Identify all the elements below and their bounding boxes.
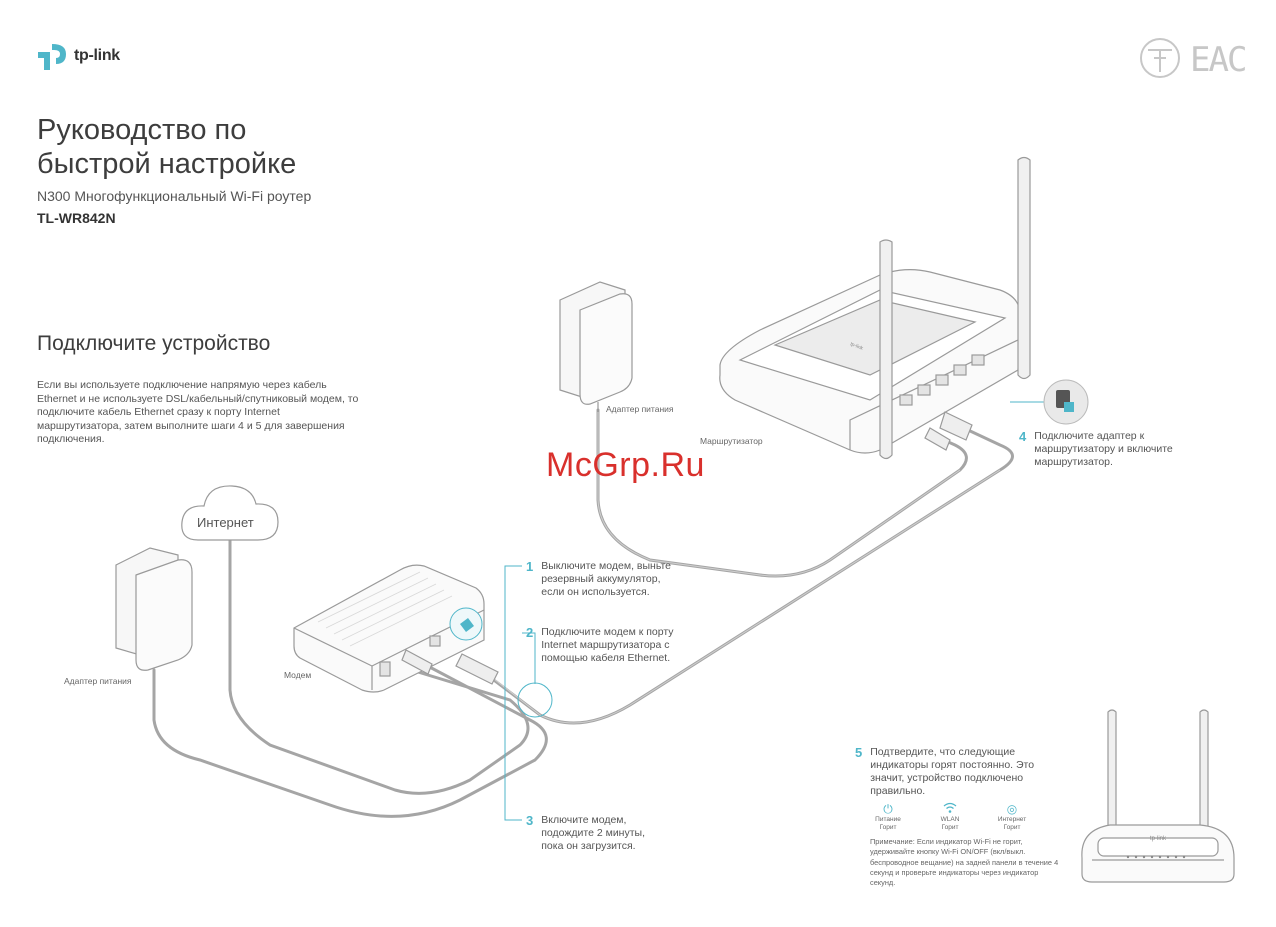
indicator-internet-name: Интернет <box>997 816 1027 823</box>
router-front-brand: tp-link <box>1150 836 1167 842</box>
indicator-wlan: WLAN Горит <box>930 802 970 832</box>
step-1: 1 Выключите модем, выньте резервный акку… <box>526 560 686 599</box>
step-4-number: 4 <box>1019 429 1027 444</box>
internet-cable <box>228 538 530 795</box>
step-4-text: Подключите адаптер к маршрутизатору и вк… <box>1034 430 1173 468</box>
section-title: Подключите устройство <box>37 332 271 355</box>
router-power-cable <box>596 408 968 578</box>
router-brand-mark: tp-link <box>849 341 864 352</box>
step-5-text: Подтвердите, что следующие индикаторы го… <box>870 746 1035 797</box>
product-model: TL-WR842N <box>37 210 116 226</box>
internet-cloud <box>181 485 279 541</box>
eac-cert: EAC <box>1136 36 1247 84</box>
step-3-number: 3 <box>526 813 534 828</box>
internet-label: Интернет <box>197 515 254 530</box>
step-2-number: 2 <box>526 625 534 640</box>
step-connectors <box>504 565 536 821</box>
router-zoom-callout <box>1010 379 1089 425</box>
modem-zoom-callout <box>449 607 483 641</box>
logo-text: tp-link <box>74 47 120 64</box>
router-front-illustration <box>1081 709 1235 883</box>
guide-title: Руководство по быстрой настройке <box>37 113 377 181</box>
step-5-number: 5 <box>855 745 863 760</box>
indicator-power-state: Горит <box>879 824 897 831</box>
router-illustration <box>719 156 1031 460</box>
indicator-internet-state: Горит <box>1003 824 1021 831</box>
tp-link-logo: tp-link <box>36 36 146 76</box>
globe-icon: ◎ <box>1006 802 1018 816</box>
router-power-adapter-label: Адаптер питания <box>606 404 674 414</box>
step-1-text: Выключите модем, выньте резервный аккуму… <box>541 560 672 598</box>
step-3: 3 Включите модем, подождите 2 минуты, по… <box>526 814 666 853</box>
modem-power-adapter <box>115 547 193 671</box>
certification-mark <box>1140 38 1180 78</box>
step-3-text: Включите модем, подождите 2 минуты, пока… <box>541 814 646 852</box>
indicator-power-name: Питание <box>875 816 901 823</box>
product-subtitle: N300 Многофункциональный Wi-Fi роутер <box>37 188 312 204</box>
step-5: 5 Подтвердите, что следующие индикаторы … <box>855 746 1055 798</box>
modem-power-cable <box>152 661 548 818</box>
indicator-legend: ⏻ Питание Горит WLAN Горит ◎ Интернет Го… <box>868 802 1032 832</box>
watermark: McGrp.Ru <box>546 446 705 484</box>
indicator-wlan-state: Горит <box>941 824 959 831</box>
router-power-adapter <box>559 281 633 412</box>
modem-label: Модем <box>284 670 312 680</box>
guide-title-line-1: Руководство по <box>37 114 247 146</box>
router-label: Маршрутизатор <box>700 436 763 446</box>
intro-text: Если вы используете подключение напрямую… <box>37 379 359 445</box>
modem-illustration <box>293 564 499 693</box>
step-4: 4 Подключите адаптер к маршрутизатору и … <box>1019 430 1204 469</box>
step-2-text: Подключите модем к порту Internet маршру… <box>541 626 674 664</box>
modem-power-adapter-label: Адаптер питания <box>64 676 132 686</box>
wifi-note: Примечание: Если индикатор Wi-Fi не гори… <box>870 837 1059 888</box>
step-2: 2 Подключите модем к порту Internet марш… <box>526 626 691 665</box>
indicator-wlan-name: WLAN <box>940 816 960 823</box>
tp-link-logo-icon <box>38 44 66 70</box>
eac-mark-text: EAC <box>1190 40 1247 80</box>
cable-highlights <box>479 412 1001 724</box>
guide-title-line-2: быстрой настройке <box>37 148 297 180</box>
power-icon: ⏻ <box>883 802 893 816</box>
indicator-internet: ◎ Интернет Горит <box>992 802 1032 832</box>
wifi-icon <box>943 802 957 816</box>
indicator-power: ⏻ Питание Горит <box>868 802 908 832</box>
step-1-number: 1 <box>526 559 534 574</box>
